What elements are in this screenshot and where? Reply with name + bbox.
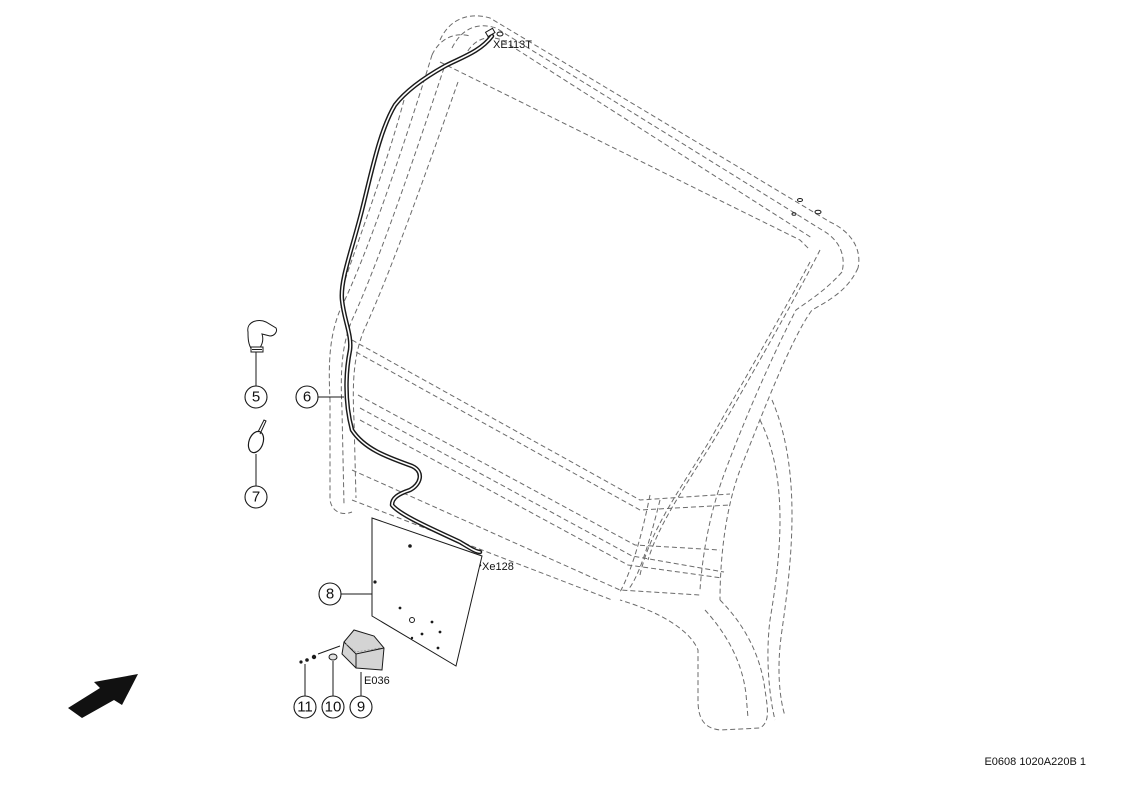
callout-8-label: 8 [326,586,334,603]
nut [299,660,303,664]
cab-outline [328,15,860,731]
connector-label-bottom: Xe128 [482,561,514,573]
bracket-hole [373,580,377,584]
bracket-hole [410,636,414,640]
bracket-hole [420,632,424,636]
bracket-hole [398,606,402,610]
connector-label-top: XE113T [493,39,532,51]
fasteners [299,645,341,664]
callout-5-label: 5 [252,389,260,406]
bracket-hole [436,646,440,650]
callout-10-label: 10 [325,699,342,716]
number-plate-bracket [371,517,483,667]
direction-arrow-icon [68,674,138,718]
cable-clamp-icon [247,319,277,353]
drawing-code: E0608 1020A220B 1 [984,756,1086,768]
callout-11-label: 11 [297,699,313,716]
callout-9-label: 9 [357,699,365,716]
leader-lines [255,352,372,696]
cable-tie-icon [247,419,267,454]
bracket-hole [409,617,415,623]
number-plate-lamp [341,629,385,671]
callout-7: 7 [244,485,268,509]
bracket-hole [438,630,442,634]
lamp-label: E036 [364,675,390,687]
callout-7-label: 7 [252,489,260,506]
washer [328,653,338,661]
nut [305,658,309,662]
callout-6: 6 [295,385,319,409]
bracket-hole [430,620,434,624]
callout-11: 11 [293,695,317,719]
nut [311,654,317,660]
callout-8: 8 [318,582,342,606]
wiring-harness [339,27,496,571]
callout-10: 10 [321,695,345,719]
callout-9: 9 [349,695,373,719]
callout-5: 5 [244,385,268,409]
callout-6-label: 6 [303,389,311,406]
bracket-hole [408,544,412,548]
